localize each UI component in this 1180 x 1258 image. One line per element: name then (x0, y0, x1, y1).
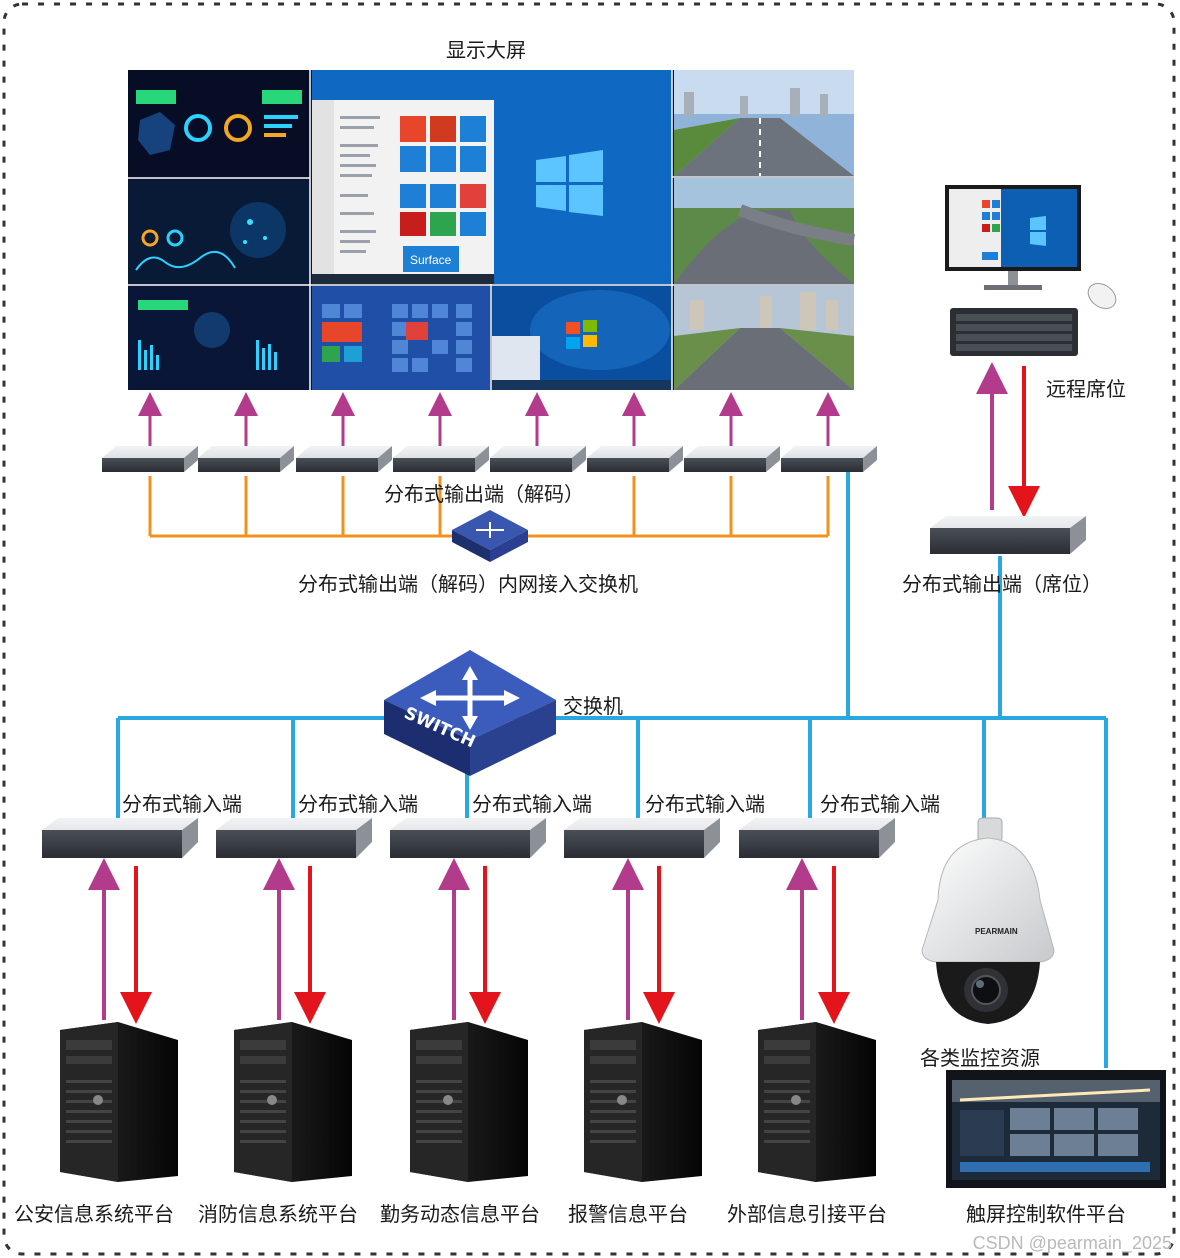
decoder-access-switch (452, 510, 528, 562)
decoder-box (296, 446, 392, 472)
encoder-box (390, 818, 546, 858)
encoder-row (42, 818, 895, 858)
watermark: CSDN @pearmain_2025 (972, 1233, 1172, 1253)
touch-screen-panel (946, 1070, 1166, 1188)
decoder-box (393, 446, 489, 472)
decoder-box (587, 446, 683, 472)
decoder-box (781, 446, 877, 472)
encoder-label: 分布式输入端 (122, 792, 242, 816)
decoder-box (198, 446, 294, 472)
server-tower (60, 1022, 178, 1182)
video-wall: Surface (128, 70, 855, 390)
server-arrows (88, 858, 850, 1024)
core-switch: SWITCH (384, 650, 556, 776)
decoder-row-label: 分布式输出端（解码） (384, 482, 584, 506)
server-tower (758, 1022, 876, 1182)
remote-seat-workstation (945, 185, 1117, 356)
decoder-switch-label: 分布式输出端（解码）内网接入交换机 (298, 572, 638, 596)
server-tower (410, 1022, 528, 1182)
camera-label: 各类监控资源 (920, 1046, 1040, 1070)
core-switch-label: 交换机 (563, 694, 623, 718)
camera-brand-text: PEARMAIN (975, 927, 1018, 936)
encoder-box (216, 818, 372, 858)
server-tower (234, 1022, 352, 1182)
platform-label: 报警信息平台 (568, 1202, 688, 1226)
server-tower (584, 1022, 702, 1182)
ptz-camera: PEARMAIN (921, 817, 1055, 1024)
video-wall-title: 显示大屏 (446, 38, 526, 62)
decoder-box (490, 446, 586, 472)
remote-seat-label: 远程席位 (1046, 377, 1126, 401)
encoder-box (739, 818, 895, 858)
server-row (60, 1022, 876, 1182)
seat-decoder-label: 分布式输出端（席位） (902, 572, 1102, 596)
seat-decoder-box (930, 516, 1086, 554)
platform-label: 公安信息系统平台 (14, 1202, 174, 1226)
encoder-label: 分布式输入端 (298, 792, 418, 816)
encoder-label: 分布式输入端 (472, 792, 592, 816)
decoder-row (102, 446, 877, 472)
encoder-label: 分布式输入端 (645, 792, 765, 816)
platform-label: 触屏控制软件平台 (966, 1202, 1126, 1226)
encoder-label: 分布式输入端 (820, 792, 940, 816)
decoder-box (684, 446, 780, 472)
decoder-box (102, 446, 198, 472)
remote-seat-arrows (976, 362, 1040, 518)
encoder-box (42, 818, 198, 858)
platform-label: 勤务动态信息平台 (380, 1202, 540, 1226)
decoder-to-wall-arrows (138, 392, 840, 446)
surface-tile-label: Surface (410, 253, 452, 267)
encoder-box (564, 818, 720, 858)
platform-label: 外部信息引接平台 (727, 1202, 887, 1226)
platform-label: 消防信息系统平台 (198, 1202, 358, 1226)
